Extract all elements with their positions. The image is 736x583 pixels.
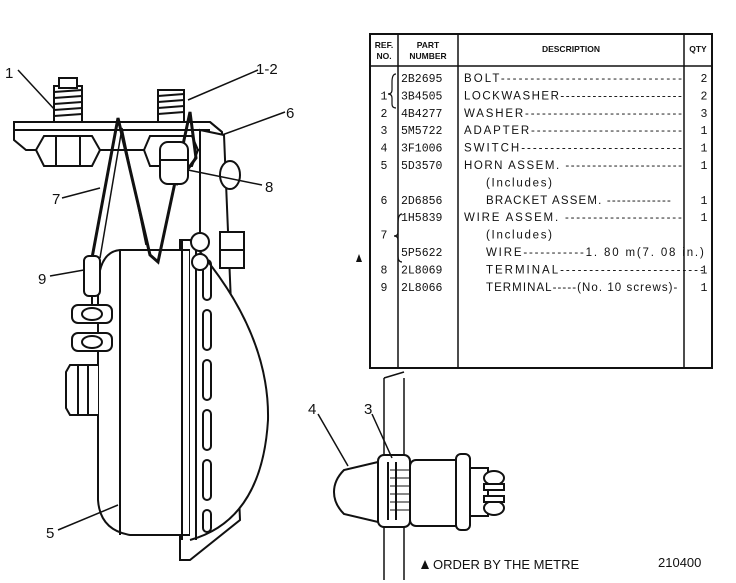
callout-7: 7 [52, 191, 60, 208]
bolt-right [157, 89, 185, 123]
header-ref-line2: NO. [376, 51, 391, 61]
table-cell-desc: HORN ASSEM. ---------------------- [464, 160, 682, 172]
callout-5: 5 [46, 525, 54, 542]
table-cell-desc: WASHER---------------------------- [464, 108, 682, 120]
horn-assembly-illustration [13, 69, 286, 561]
table-cell-desc: LOCKWASHER----------------------- [464, 90, 682, 102]
order-by-metre-marker [356, 254, 362, 262]
table-cell-ref: 2 [381, 108, 388, 121]
table-cell-part: 3B4505 [401, 90, 443, 103]
table-cell-part: 2B2695 [401, 73, 443, 86]
table-cell-desc: SWITCH---------------------------- [464, 143, 682, 155]
table-cell-qty: 1 [701, 125, 708, 138]
table-cell-part: 2D6856 [401, 195, 443, 208]
horn-terminals [71, 304, 113, 352]
table-cell-part: 5M5722 [401, 125, 443, 138]
table-cell-qty: 2 [701, 73, 708, 86]
callout-1-2: 1-2 [256, 61, 278, 78]
table-cell-desc: BOLT------------------------------- [464, 73, 682, 85]
table-cell-ref: 1 [381, 90, 388, 103]
table-cell-part: 5D3570 [401, 160, 443, 173]
callout-3: 3 [364, 401, 372, 418]
callout-9: 9 [38, 271, 46, 288]
horn-body [97, 249, 191, 536]
table-cell-desc: TERMINAL------------------------- [486, 264, 704, 276]
table-cell-desc: (Includes) [486, 177, 552, 189]
table-cell-part: 2L8066 [401, 282, 443, 295]
table-cell-desc: (Includes) [486, 230, 552, 242]
horn-side-connector [65, 364, 98, 416]
callout-8: 8 [265, 179, 273, 196]
switch-cap [332, 460, 379, 524]
table-cell-desc: WIRE ASSEM. --------------------- [464, 212, 682, 224]
table-cell-ref: 9 [381, 282, 388, 295]
table-cell-qty: 1 [701, 282, 708, 295]
table-cell-qty: 1 [701, 212, 708, 225]
wire [90, 111, 198, 265]
table-cell-ref: 6 [381, 195, 388, 208]
footer-triangle-marker [421, 560, 429, 569]
header-part-line2: NUMBER [409, 51, 446, 61]
table-cell-part: 2L8069 [401, 264, 443, 277]
table-cell-desc: TERMINAL-----(No. 10 screws)- [486, 282, 678, 294]
table-cell-desc: BRACKET ASSEM. ------------- [486, 195, 671, 207]
drawing-number: 210400 [658, 555, 701, 570]
table-cell-qty: 1 [701, 160, 708, 173]
parts-table: REF. NO. PART NUMBER DESCRIPTION QTY [369, 33, 713, 369]
table-cell-part: 4B4277 [401, 108, 442, 121]
header-qty: QTY [689, 44, 707, 54]
table-cell-ref: 5 [381, 160, 388, 173]
order-by-metre-note: ORDER BY THE METRE [433, 557, 579, 572]
table-cell-ref: 4 [381, 143, 388, 156]
switch-illustration [317, 371, 505, 580]
table-cell-part: 5P5622 [401, 247, 443, 260]
bracket-fasteners [190, 160, 245, 271]
header-part-line1: PART [417, 40, 440, 50]
bell-slots [202, 259, 212, 533]
table-cell-ref: 7 [381, 230, 388, 243]
table-cell-ref: 8 [381, 264, 388, 277]
callout-1: 1 [5, 65, 13, 82]
header-description: DESCRIPTION [542, 44, 600, 54]
table-cell-desc: ADAPTER--------------------------- [464, 125, 682, 137]
bolt-left [53, 77, 83, 123]
callout-4: 4 [308, 401, 316, 418]
table-cell-qty: 3 [701, 108, 708, 121]
horn-bell [189, 239, 270, 541]
callout-6: 6 [286, 105, 294, 122]
switch-body [409, 459, 463, 527]
table-cell-ref: 3 [381, 125, 388, 138]
terminal-8 [159, 141, 189, 185]
adapter-nut [377, 454, 411, 528]
table-cell-desc: WIRE-----------1. 80 m(7. 08 in.) [486, 247, 704, 259]
table-cell-part: 3F1006 [401, 143, 443, 156]
table-cell-part: 1H5839 [401, 212, 443, 225]
header-ref-line1: REF. [375, 40, 393, 50]
table-cell-qty: 1 [701, 143, 708, 156]
table-cell-qty: 1 [701, 195, 708, 208]
table-cell-qty: 1 [701, 264, 708, 277]
table-cell-qty: 2 [701, 90, 708, 103]
nut-left [34, 135, 102, 167]
terminal-9 [83, 255, 101, 297]
